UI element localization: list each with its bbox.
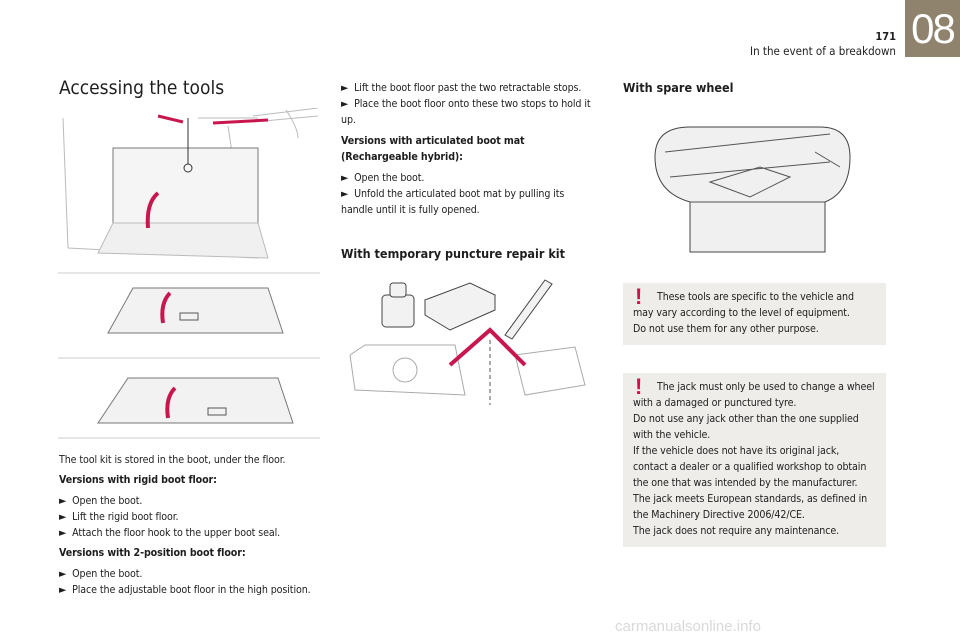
step: Place the adjustable boot floor in the h…: [72, 584, 311, 596]
bullet-icon: ►: [341, 188, 349, 200]
step: Open the boot.: [354, 172, 425, 184]
bullet-icon: ►: [341, 98, 349, 110]
warning-box-tools: ! These tools are specific to the vehicl…: [623, 283, 886, 345]
boot-floor-illustrations: [58, 108, 320, 439]
two-pos-heading: Versions with 2-position boot floor:: [59, 547, 246, 559]
step: Attach the floor hook to the upper boot …: [72, 527, 281, 539]
articulated-heading: Versions with articulated boot mat (Rech…: [341, 135, 525, 163]
warning-text: Do not use them for any other purpose.: [633, 323, 819, 335]
bullet-icon: ►: [59, 527, 67, 539]
warning-icon: !: [635, 284, 643, 309]
bullet-icon: ►: [59, 495, 67, 507]
bullet-icon: ►: [59, 511, 67, 523]
step: Open the boot.: [72, 568, 143, 580]
spare-wheel-heading: With spare wheel: [623, 80, 734, 95]
warning-text: Do not use any jack other than the one s…: [633, 413, 859, 441]
warning-text: If the vehicle does not have its origina…: [633, 445, 867, 489]
page-title: Accessing the tools: [59, 77, 225, 99]
bullet-icon: ►: [59, 568, 67, 580]
step: Place the boot floor onto these two stop…: [341, 98, 591, 126]
step: Lift the rigid boot floor.: [72, 511, 179, 523]
spare-wheel-illustration: [654, 126, 851, 253]
section-title: In the event of a breakdown: [750, 44, 896, 58]
bullet-icon: ►: [341, 82, 349, 94]
step: Open the boot.: [72, 495, 143, 507]
rigid-heading: Versions with rigid boot floor:: [59, 474, 217, 486]
chapter-tab: 08: [905, 0, 960, 57]
page-number: 171: [875, 30, 896, 43]
warning-text: These tools are specific to the vehicle …: [633, 291, 854, 319]
intro-text: The tool kit is stored in the boot, unde…: [59, 454, 286, 466]
warning-text: The jack does not require any maintenanc…: [633, 525, 840, 537]
warning-icon: !: [635, 374, 643, 399]
warning-text: The jack meets European standards, as de…: [633, 493, 868, 521]
warning-box-jack: ! The jack must only be used to change a…: [623, 373, 886, 547]
repair-kit-heading: With temporary puncture repair kit: [341, 246, 566, 261]
bullet-icon: ►: [341, 172, 349, 184]
repair-kit-illustration: [349, 279, 586, 405]
step: Unfold the articulated boot mat by pulli…: [341, 188, 565, 216]
step: Lift the boot floor past the two retract…: [354, 82, 582, 94]
bullet-icon: ►: [59, 584, 67, 596]
warning-text: The jack must only be used to change a w…: [633, 381, 875, 409]
watermark: carmanualsonline.info: [615, 618, 761, 635]
